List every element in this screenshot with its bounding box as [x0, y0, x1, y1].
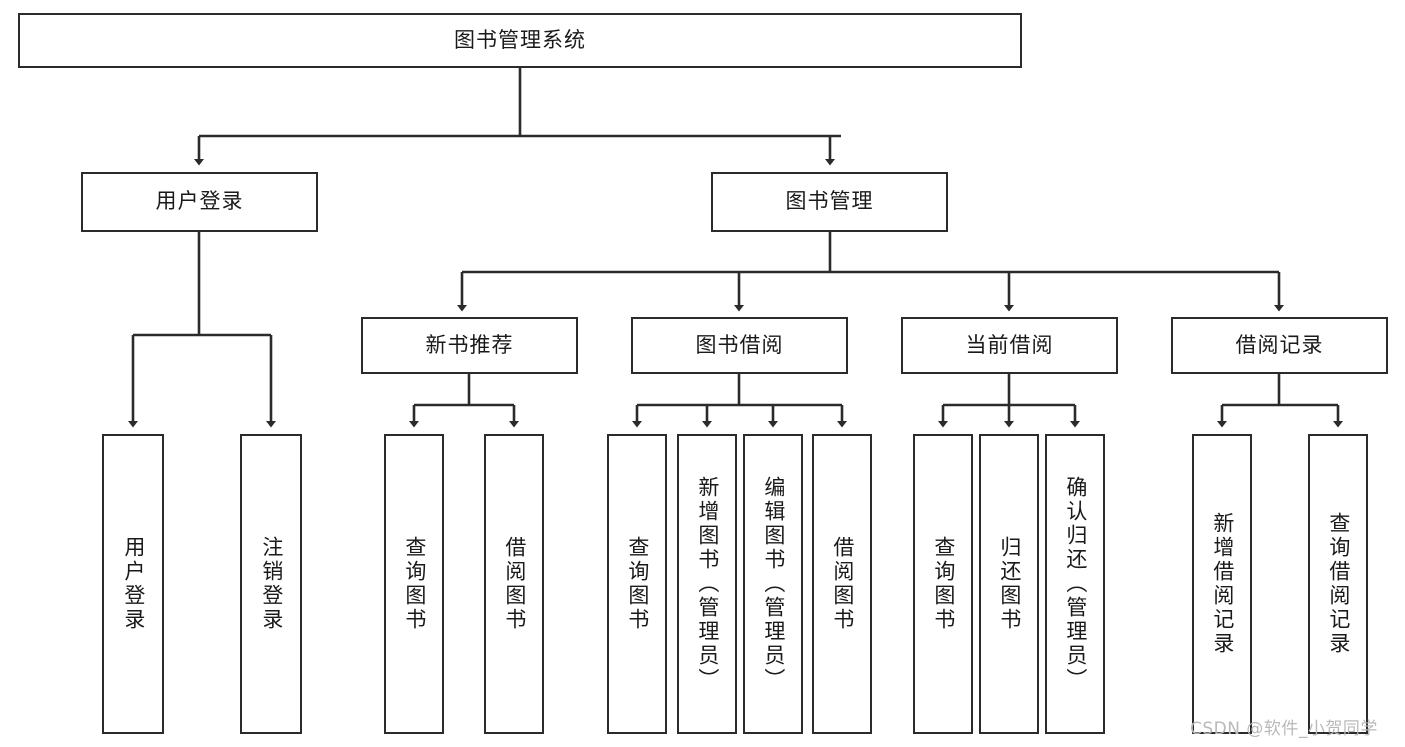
leaf-return-book[interactable]: 归还图书 — [979, 434, 1039, 734]
leaf-add-record-label: 新增借阅记录 — [1210, 512, 1235, 656]
leaf-query-book-3-label: 查询图书 — [931, 536, 956, 632]
node-book-manage-label: 图书管理 — [785, 189, 874, 214]
leaf-query-book-3[interactable]: 查询图书 — [913, 434, 973, 734]
leaf-add-book[interactable]: 新增图书（管理员） — [677, 434, 737, 734]
leaf-query-record[interactable]: 查询借阅记录 — [1308, 434, 1368, 734]
leaf-confirm-return-label: 确认归还（管理员） — [1063, 476, 1088, 692]
leaf-add-book-label: 新增图书（管理员） — [695, 476, 720, 692]
leaf-logout-login[interactable]: 注销登录 — [240, 434, 302, 734]
node-book-borrow[interactable]: 图书借阅 — [631, 317, 848, 374]
node-new-book-recommend-label: 新书推荐 — [425, 332, 514, 357]
leaf-user-login-label: 用户登录 — [121, 536, 146, 632]
leaf-edit-book[interactable]: 编辑图书（管理员） — [743, 434, 803, 734]
leaf-return-book-label: 归还图书 — [997, 536, 1022, 632]
leaf-query-book-2-label: 查询图书 — [625, 536, 650, 632]
node-current-borrow[interactable]: 当前借阅 — [901, 317, 1118, 374]
node-current-borrow-label: 当前借阅 — [965, 332, 1054, 357]
leaf-borrow-book-1-label: 借阅图书 — [502, 536, 527, 632]
leaf-query-record-label: 查询借阅记录 — [1326, 512, 1351, 656]
leaf-query-book-2[interactable]: 查询图书 — [607, 434, 667, 734]
node-root-label: 图书管理系统 — [454, 27, 586, 52]
leaf-user-login[interactable]: 用户登录 — [102, 434, 164, 734]
leaf-query-book-1[interactable]: 查询图书 — [384, 434, 444, 734]
leaf-add-record[interactable]: 新增借阅记录 — [1192, 434, 1252, 734]
node-book-manage[interactable]: 图书管理 — [711, 172, 948, 232]
watermark-text: CSDN @软件_小贺同学 — [1190, 719, 1378, 739]
leaf-borrow-book-2[interactable]: 借阅图书 — [812, 434, 872, 734]
node-user-login-label: 用户登录 — [155, 189, 244, 214]
leaf-edit-book-label: 编辑图书（管理员） — [761, 476, 786, 692]
node-new-book-recommend[interactable]: 新书推荐 — [361, 317, 578, 374]
leaf-borrow-book-2-label: 借阅图书 — [830, 536, 855, 632]
node-root[interactable]: 图书管理系统 — [18, 13, 1022, 68]
leaf-confirm-return[interactable]: 确认归还（管理员） — [1045, 434, 1105, 734]
node-borrow-record-label: 借阅记录 — [1235, 332, 1324, 357]
leaf-borrow-book-1[interactable]: 借阅图书 — [484, 434, 544, 734]
leaf-query-book-1-label: 查询图书 — [402, 536, 427, 632]
node-borrow-record[interactable]: 借阅记录 — [1171, 317, 1388, 374]
leaf-logout-login-label: 注销登录 — [259, 536, 284, 632]
node-user-login[interactable]: 用户登录 — [81, 172, 318, 232]
node-book-borrow-label: 图书借阅 — [695, 332, 784, 357]
